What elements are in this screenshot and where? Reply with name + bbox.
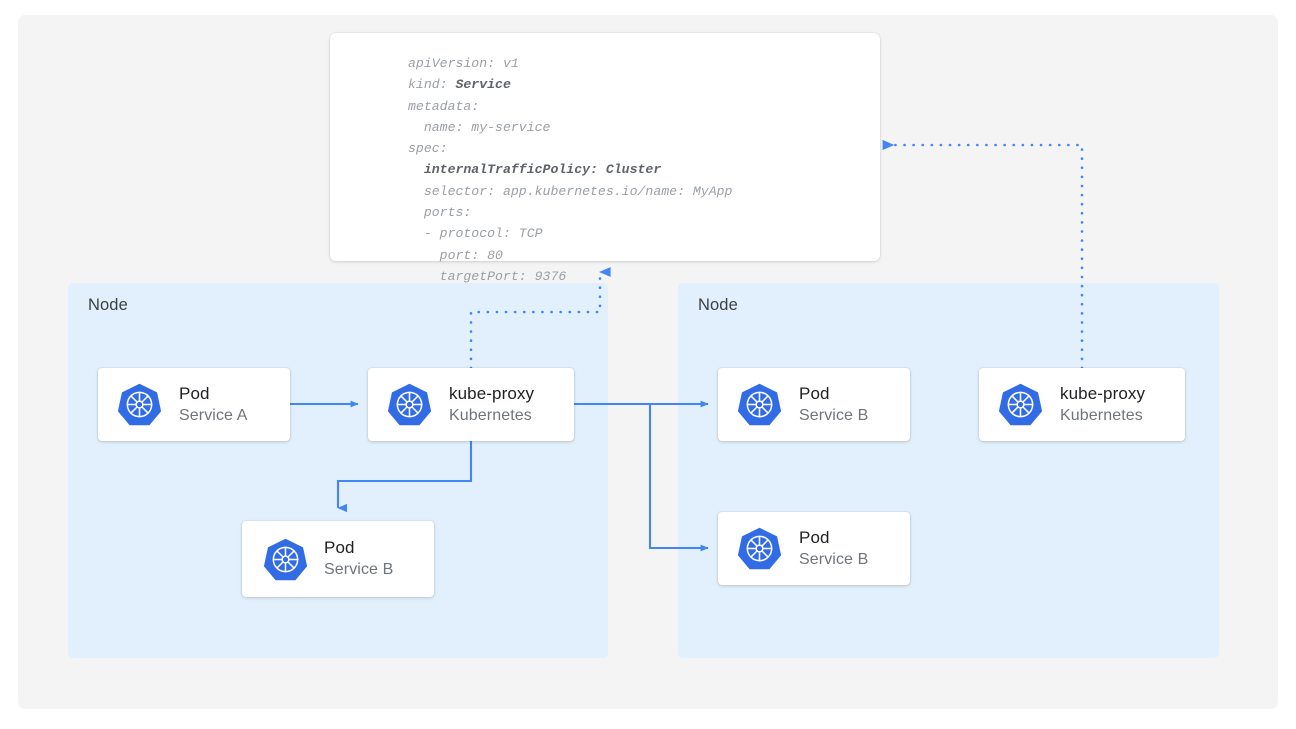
card-subtitle: Kubernetes [449,405,534,427]
card-subtitle: Service B [799,405,868,427]
node-panel-left: Node [68,283,608,658]
card-pod-service-b-upper-right[interactable]: Pod Service B [718,368,910,441]
card-title: Pod [179,383,248,405]
card-subtitle: Service A [179,405,248,427]
card-pod-service-b-lower-right[interactable]: Pod Service B [718,512,910,585]
card-title: Pod [799,527,868,549]
kubernetes-icon [737,382,782,427]
kubernetes-icon [998,382,1043,427]
card-subtitle: Kubernetes [1060,405,1145,427]
card-pod-service-a[interactable]: Pod Service A [98,368,290,441]
kubernetes-icon [117,382,162,427]
node-left-label: Node [88,296,128,315]
node-panel-right: Node [678,283,1219,658]
card-kube-proxy-left[interactable]: kube-proxy Kubernetes [368,368,574,441]
card-title: Pod [324,537,393,559]
service-manifest-code: apiVersion: v1 kind: Service metadata: n… [408,53,732,287]
kubernetes-icon [387,382,432,427]
card-title: Pod [799,383,868,405]
service-manifest-card: apiVersion: v1 kind: Service metadata: n… [330,33,880,261]
card-pod-service-b-left-node[interactable]: Pod Service B [242,521,434,597]
card-text: Pod Service B [324,537,393,581]
kubernetes-icon [263,537,308,582]
card-title: kube-proxy [449,383,534,405]
node-right-label: Node [698,296,738,315]
card-subtitle: Service B [324,559,393,581]
card-kube-proxy-right[interactable]: kube-proxy Kubernetes [979,368,1185,441]
card-text: Pod Service B [799,527,868,571]
card-title: kube-proxy [1060,383,1145,405]
kubernetes-icon [737,526,782,571]
card-subtitle: Service B [799,549,868,571]
card-text: kube-proxy Kubernetes [1060,383,1145,427]
card-text: kube-proxy Kubernetes [449,383,534,427]
card-text: Pod Service B [799,383,868,427]
card-text: Pod Service A [179,383,248,427]
